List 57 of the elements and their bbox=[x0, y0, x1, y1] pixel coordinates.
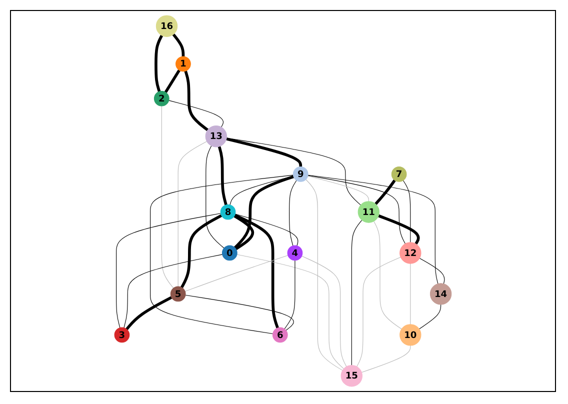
connector bbox=[351, 220, 362, 366]
node-circle: 15 bbox=[340, 365, 363, 387]
node-circle: 2 bbox=[154, 90, 170, 106]
connector bbox=[234, 214, 298, 246]
node-circle: 8 bbox=[220, 204, 236, 220]
connector bbox=[234, 214, 280, 328]
connector bbox=[226, 138, 362, 206]
connector bbox=[180, 214, 222, 288]
node-circle: 3 bbox=[114, 327, 130, 343]
connector bbox=[218, 146, 228, 206]
connector bbox=[308, 175, 406, 244]
connector bbox=[206, 146, 224, 248]
connector bbox=[410, 263, 411, 325]
connector bbox=[184, 255, 288, 292]
connector bbox=[284, 260, 296, 330]
connector bbox=[234, 214, 254, 250]
node-circle: 12 bbox=[400, 242, 422, 264]
node-circle: 9 bbox=[292, 166, 308, 182]
node-circle: 1 bbox=[176, 56, 191, 72]
connector bbox=[402, 180, 411, 243]
connector bbox=[289, 180, 297, 246]
node-circle: 4 bbox=[287, 245, 303, 261]
node-circle: 16 bbox=[156, 15, 178, 37]
connector bbox=[150, 174, 294, 334]
connector bbox=[418, 304, 442, 330]
connector bbox=[306, 179, 343, 371]
connector bbox=[184, 70, 209, 132]
connector bbox=[361, 345, 411, 373]
connector bbox=[124, 254, 223, 328]
connector bbox=[126, 296, 172, 330]
connector bbox=[308, 176, 369, 202]
connector bbox=[168, 100, 224, 128]
connector bbox=[185, 294, 294, 331]
connector bbox=[356, 256, 402, 367]
connector bbox=[374, 220, 402, 330]
connector bbox=[154, 34, 164, 92]
node-circle: 0 bbox=[222, 245, 238, 261]
node-circle: 10 bbox=[400, 324, 422, 346]
connector bbox=[226, 138, 302, 167]
node-circle: 13 bbox=[205, 126, 228, 148]
connector bbox=[236, 254, 344, 370]
connector bbox=[234, 175, 294, 249]
connector bbox=[172, 33, 185, 56]
node-circle: 11 bbox=[358, 201, 380, 223]
node-circle: 5 bbox=[170, 286, 186, 302]
connector bbox=[308, 174, 438, 284]
node-circle: 7 bbox=[391, 166, 407, 182]
connector bbox=[419, 258, 445, 284]
connector bbox=[164, 69, 181, 94]
node-circle: 6 bbox=[272, 327, 288, 343]
connector bbox=[378, 214, 420, 245]
connector bbox=[374, 179, 396, 206]
connector bbox=[116, 213, 222, 328]
node-circle: 14 bbox=[430, 283, 452, 305]
connector bbox=[161, 106, 174, 288]
connector bbox=[178, 141, 208, 287]
connector bbox=[301, 256, 347, 367]
